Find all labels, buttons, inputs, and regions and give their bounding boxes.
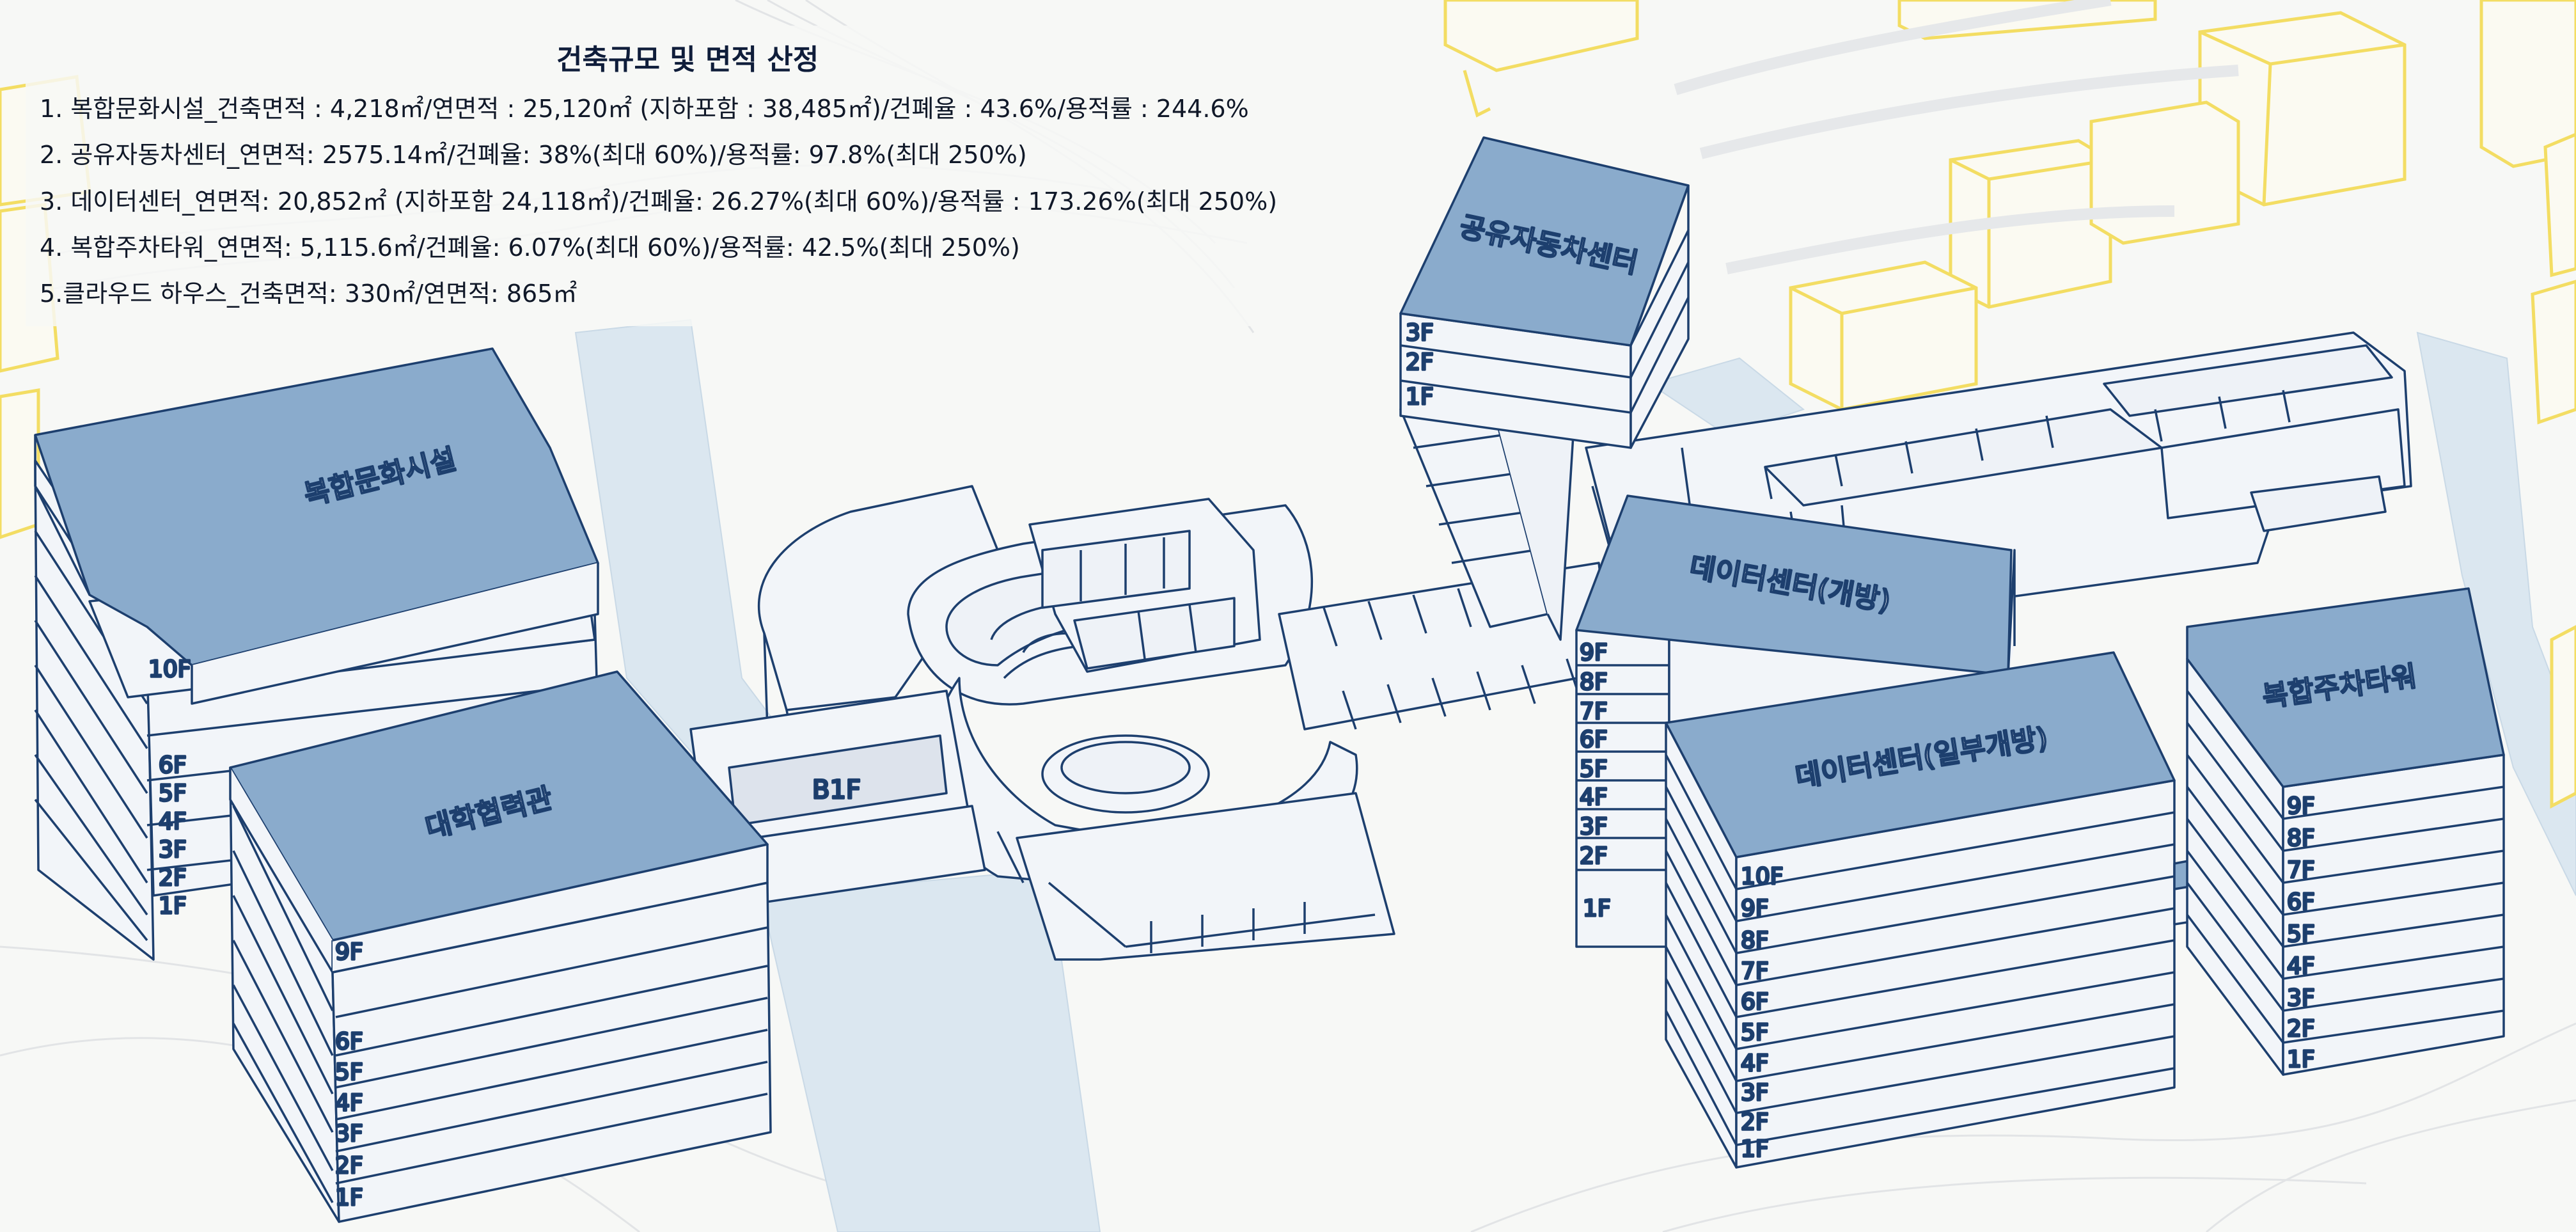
summary-line: 4. 복합주차타워_연면적: 5,115.6㎡/건폐율: 6.07%(최대 60… bbox=[40, 233, 1020, 262]
water-areas bbox=[574, 319, 2576, 1232]
dc-open-floor-label: 2F bbox=[1580, 843, 1608, 869]
parking-floor-label: 6F bbox=[2287, 889, 2315, 915]
univ-floor-label: 2F bbox=[335, 1153, 363, 1179]
arc-hall-left bbox=[757, 485, 999, 711]
building-parking: 복합주차타워 9F 8F 7F 6F 5F 4F 3F 2F 1F bbox=[2186, 587, 2505, 1076]
dc-open-floor-label: 5F bbox=[1580, 756, 1608, 782]
building-univ: 대학협력관 9F 6F 5F 4F 3F 2F 1F bbox=[229, 670, 772, 1223]
univ-floor-label: 5F bbox=[335, 1059, 363, 1086]
parking-floor-label: 9F bbox=[2287, 793, 2315, 819]
cultural-floor-label: 3F bbox=[159, 837, 187, 863]
dc-partial-floor-label: 10F bbox=[1741, 864, 1784, 890]
dc-open-floor-label: 6F bbox=[1580, 727, 1608, 753]
parking-floor-label: 1F bbox=[2287, 1046, 2315, 1073]
parking-floor-label: 5F bbox=[2287, 921, 2315, 947]
dc-partial-floor-label: 9F bbox=[1741, 896, 1769, 922]
univ-floor-label: 3F bbox=[335, 1121, 363, 1147]
building-dc-open: 데이터센터(개방) 9F 8F 7F 6F 5F 4F 3F 2F 1F bbox=[1575, 494, 2016, 948]
dc-open-floor-label: 9F bbox=[1580, 640, 1608, 666]
univ-floor-label: 9F bbox=[335, 939, 363, 965]
summary-line: 1. 복합문화시설_건축면적 : 4,218㎡/연면적 : 25,120㎡ (지… bbox=[40, 95, 1249, 123]
dc-open-floor-label: 1F bbox=[1583, 896, 1611, 922]
dc-open-roof bbox=[1575, 494, 2013, 676]
dc-partial-floor-label: 6F bbox=[1741, 989, 1769, 1015]
car-floor-label: 3F bbox=[1406, 320, 1434, 346]
context-roads bbox=[1674, 0, 2239, 274]
cultural-floor-label: 4F bbox=[159, 809, 187, 835]
parking-floor-label: 3F bbox=[2287, 985, 2315, 1011]
parking-floor-label: 4F bbox=[2287, 953, 2315, 979]
parking-floor-label: 2F bbox=[2287, 1016, 2315, 1042]
dc-partial-floor-label: 4F bbox=[1741, 1050, 1769, 1077]
dc-partial-floor-label: 2F bbox=[1741, 1109, 1769, 1135]
area-summary: 건축규모 및 면적 산정 1. 복합문화시설_건축면적 : 4,218㎡/연면적… bbox=[26, 26, 1330, 326]
car-floor-label: 1F bbox=[1406, 384, 1434, 410]
dc-open-floor-label: 7F bbox=[1580, 699, 1608, 725]
parking-floor-label: 7F bbox=[2287, 857, 2315, 883]
univ-floor-label: 1F bbox=[335, 1185, 363, 1211]
building-car: 공유자동차센터 3F 2F 1F bbox=[1399, 136, 1690, 449]
dc-open-floor-label: 4F bbox=[1580, 784, 1608, 810]
summary-line: 5.클라우드 하우스_건축면적: 330㎡/연면적: 865㎡ bbox=[40, 280, 577, 308]
summary-title: 건축규모 및 면적 산정 bbox=[556, 43, 819, 76]
sunken-plaza-lower bbox=[1016, 792, 1395, 961]
parking-floor-label: 8F bbox=[2287, 825, 2315, 851]
parking-roof bbox=[2186, 587, 2505, 788]
dc-open-floor-label: 8F bbox=[1580, 669, 1608, 695]
dc-partial-floor-label: 8F bbox=[1741, 928, 1769, 954]
dc-open-floor-label: 3F bbox=[1580, 814, 1608, 840]
summary-backdrop bbox=[26, 26, 1330, 326]
dc-partial-floor-label: 1F bbox=[1741, 1136, 1769, 1162]
cultural-floor-label: 5F bbox=[159, 780, 187, 807]
dc-partial-floor-label: 3F bbox=[1741, 1080, 1769, 1106]
cultural-floor-label: 6F bbox=[159, 752, 187, 778]
univ-floor-label: 4F bbox=[335, 1090, 363, 1116]
summary-line: 2. 공유자동차센터_연면적: 2575.14㎡/건폐율: 38%(최대 60%… bbox=[40, 141, 1027, 169]
dc-partial-roof bbox=[1665, 651, 2176, 858]
car-floor-label: 2F bbox=[1406, 349, 1434, 375]
univ-floor-label: 6F bbox=[335, 1029, 363, 1055]
basement-label: B1F bbox=[812, 775, 861, 805]
summary-line: 3. 데이터센터_연면적: 20,852㎡ (지하포함 24,118㎡)/건폐율… bbox=[40, 187, 1277, 216]
cultural-floor-label: 1F bbox=[159, 893, 187, 919]
dc-partial-floor-label: 7F bbox=[1741, 958, 1769, 984]
dc-partial-floor-label: 5F bbox=[1741, 1020, 1769, 1046]
building-dc-partial: 데이터센터(일부개방) 10F 9F 8F 7F 6F 5F 4F 3F 2F … bbox=[1665, 651, 2176, 1169]
cultural-floor-label: 10F bbox=[148, 656, 191, 683]
cultural-floor-label: 2F bbox=[159, 865, 187, 891]
